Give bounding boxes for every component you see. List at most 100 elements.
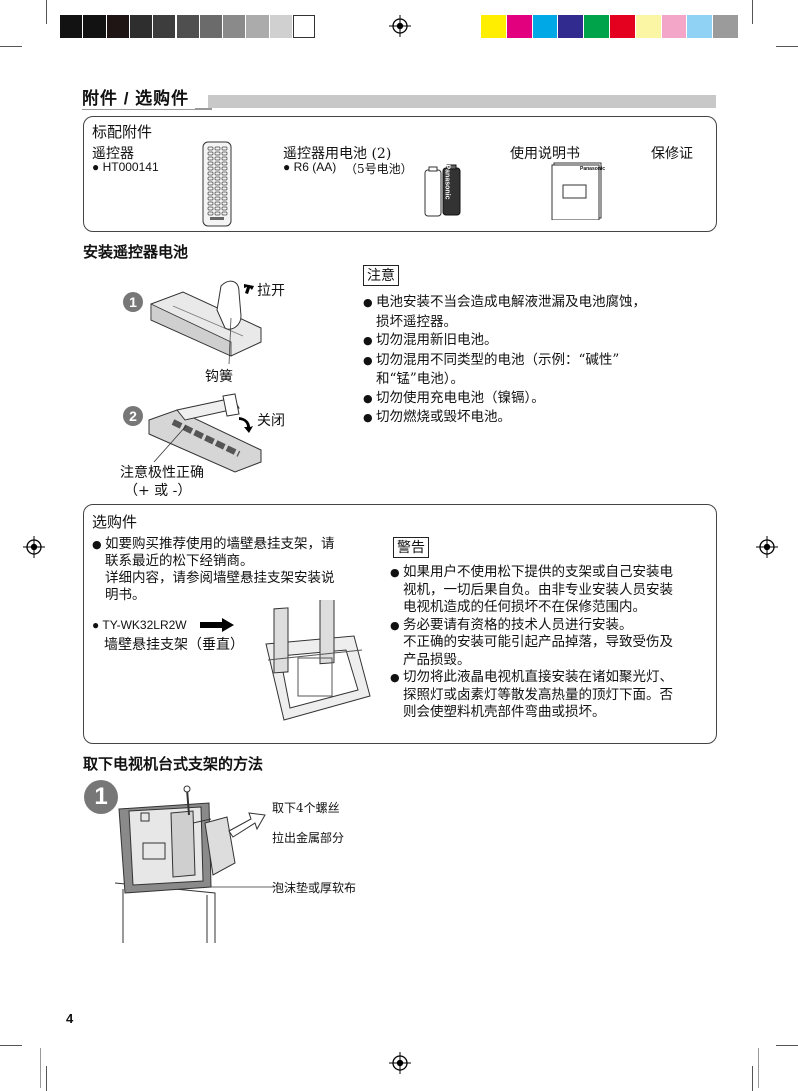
crop-mark [752, 0, 753, 24]
pull-open-label: 拉开 [257, 283, 285, 299]
color-swatch [481, 15, 506, 38]
registration-mark-icon [389, 1052, 411, 1074]
registration-mark-icon [389, 15, 411, 37]
bullet-icon: ● [390, 671, 400, 684]
remote-button-icon [207, 171, 214, 176]
note-line: 探照灯或卤素灯等散发高热量的顶灯下面。否 [390, 687, 710, 705]
manual-label: 使用说明书 [510, 146, 580, 162]
remote-button-icon [207, 166, 214, 171]
registration-mark-icon [23, 536, 45, 558]
crop-mark [776, 1045, 798, 1046]
wall-bracket-image [265, 600, 371, 721]
remote-button-icon [221, 161, 228, 166]
note-text: 如要购买推荐使用的墙壁悬挂支架，请 [105, 536, 335, 552]
remote-button-icon [221, 151, 228, 156]
remote-button-icon [221, 206, 228, 211]
remote-button-icon [221, 181, 228, 186]
note-line: ●如要购买推荐使用的墙壁悬挂支架，请 [92, 536, 382, 553]
close-label: 关闭 [257, 413, 285, 429]
note-text: 如果用户不使用松下提供的支架或自己安装电 [403, 564, 673, 580]
battery-model: ● R6 (AA) [283, 160, 337, 174]
battery-brand-text: Panasonic [443, 164, 451, 200]
remote-button-icon [207, 176, 214, 181]
caution-label: 注意 [363, 265, 399, 286]
color-swatch [558, 15, 584, 38]
remote-button-icon [221, 166, 228, 171]
remote-button-icon [221, 146, 228, 151]
note-text: 切勿混用不同类型的电池（示例：“碱性” [376, 351, 620, 368]
crop-mark [776, 46, 798, 47]
note-line: 电视机造成的任何损坏不在保修范围内。 [390, 599, 710, 617]
remote-button-icon [207, 191, 214, 196]
bullet-icon: ● [92, 538, 102, 551]
note-text: 损坏遥控器。 [376, 313, 457, 330]
remote-button-icon [214, 171, 221, 176]
battery-install-heading: 安装遥控器电池 [83, 244, 189, 261]
remote-button-icon [214, 161, 221, 166]
note-line: 损坏遥控器。 [363, 313, 693, 332]
remote-button-icon [214, 151, 221, 156]
color-swatch [153, 15, 176, 38]
section-header-bar [208, 95, 716, 108]
remote-button-icon [214, 196, 221, 201]
color-swatch [199, 15, 223, 38]
remote-control-image [202, 141, 232, 227]
color-swatch [246, 15, 269, 38]
note-text: 切勿燃烧或毁坏电池。 [376, 409, 511, 425]
color-swatch [129, 15, 153, 38]
section-title: 附件 / 选购件 [82, 84, 196, 109]
crop-mark [752, 1066, 753, 1091]
pull-arrow-icon [244, 284, 254, 294]
remote-label: 遥控器 [92, 146, 134, 162]
wall-bracket-desc: 墙壁悬挂支架（垂直） [104, 637, 244, 653]
battery-note: （5号电池） [345, 162, 413, 176]
color-swatch [713, 15, 738, 38]
note-text: 视机，一切后果自负。由非专业安装人员安装 [403, 581, 673, 598]
warning-label: 警告 [393, 537, 429, 558]
right-arrow-icon [200, 618, 234, 632]
note-line: 不正确的安装可能引起产品掉落，导致受伤及 [390, 634, 710, 652]
remote-button-icon [214, 211, 221, 216]
remote-button-icon [221, 201, 228, 206]
bullet-icon: ● [363, 391, 373, 405]
remote-button-icon [221, 176, 228, 181]
polarity-label-line2: （+ 或 -） [124, 483, 192, 499]
note-text: 电池安装不当会造成电解液泄漏及电池腐蚀， [376, 294, 646, 310]
warranty-label: 保修证 [651, 146, 693, 162]
note-line: ●如果用户不使用松下提供的支架或自己安装电 [390, 564, 710, 582]
note-text: 切勿使用充电电池（镍镉）。 [376, 389, 545, 406]
note-text: 和“锰”电池）。 [376, 371, 465, 387]
note-text: 务必要请有资格的技术人员进行安装。 [403, 616, 633, 633]
color-swatch [269, 15, 292, 38]
remote-button-icon [221, 171, 228, 176]
note-line: 视机，一切后果自负。由非专业安装人员安装 [390, 582, 710, 600]
note-line: 产品损毁。 [390, 652, 710, 670]
section-header-underline [82, 108, 212, 110]
warning-notes: ●如果用户不使用松下提供的支架或自己安装电视机，一切后果自负。由非专业安装人员安… [390, 564, 710, 722]
note-text: 详细内容，请参阅墙壁悬挂支架安装说 [105, 570, 335, 586]
crop-mark [40, 1048, 41, 1088]
color-swatch [687, 15, 713, 38]
color-swatch [106, 15, 129, 38]
note-line: ●切勿燃烧或毁坏电池。 [363, 408, 693, 428]
remote-button-icon [207, 156, 214, 161]
note-line: 和“锰”电池）。 [363, 370, 693, 389]
remote-button-icon [207, 206, 214, 211]
note-text: 产品损毁。 [403, 651, 471, 668]
close-arrow-icon [239, 417, 253, 433]
wall-bracket-model-text: TY-WK32LR2W [102, 618, 187, 632]
remote-button-icon [221, 191, 228, 196]
crop-mark [46, 0, 47, 24]
note-line: ●切勿混用不同类型的电池（示例：“碱性” [363, 351, 693, 371]
bullet-icon: ● [363, 334, 373, 347]
polarity-label-line1: 注意极性正确 [120, 465, 204, 481]
remote-button-icon [207, 161, 214, 166]
remote-button-icon [207, 211, 214, 216]
bullet-icon: ● [363, 411, 373, 424]
stand-step-badge: 1 [84, 780, 118, 814]
stand-removal-heading: 取下电视机台式支架的方法 [83, 756, 264, 773]
remote-button-icon [214, 191, 221, 196]
section-header: 附件 / 选购件 [82, 84, 716, 110]
color-swatch [293, 15, 316, 38]
step-2-badge: 2 [123, 406, 143, 426]
